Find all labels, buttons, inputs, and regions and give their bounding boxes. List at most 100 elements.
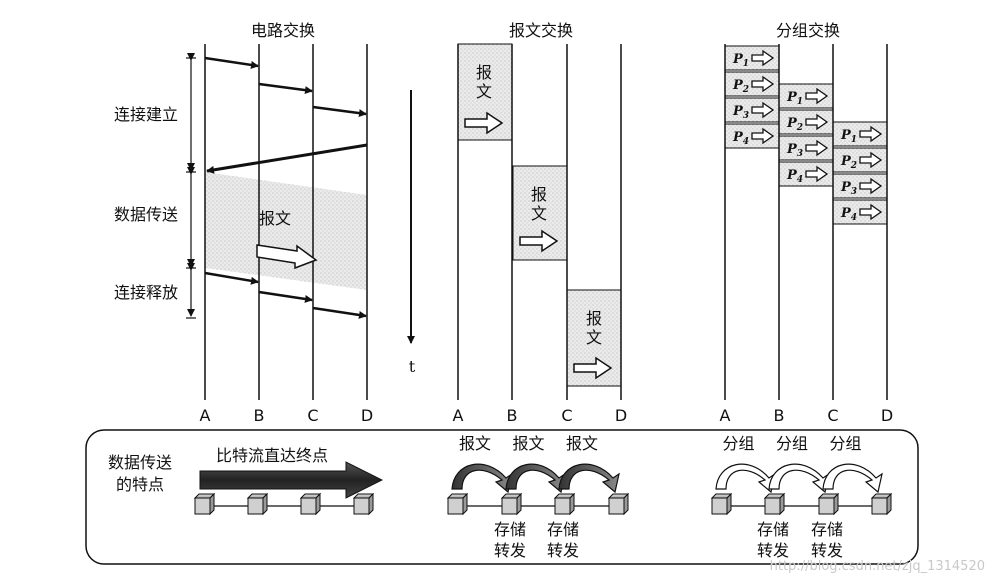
circuit-message-label: 报文 bbox=[259, 209, 291, 228]
store-forward-curve-icon bbox=[822, 463, 883, 494]
message-title: 报文交换 bbox=[509, 21, 573, 40]
packet-characteristic-label: 分组 bbox=[776, 434, 808, 453]
store-forward-curve-icon bbox=[715, 463, 776, 494]
store-forward-label: 存储 bbox=[547, 520, 579, 539]
release-arrow-ab bbox=[204, 271, 259, 285]
packet-node-label-c: C bbox=[827, 406, 838, 425]
packet-box-label: P2 bbox=[786, 116, 803, 133]
packet-box-label: P3 bbox=[840, 180, 857, 197]
packet-node-label-b: B bbox=[774, 406, 785, 425]
message-label-glyph: 文 bbox=[531, 204, 547, 223]
packet-characteristic-label: 分组 bbox=[722, 434, 754, 453]
message-node-label-a: A bbox=[453, 406, 464, 425]
circuit-title: 电路交换 bbox=[251, 21, 315, 40]
characteristics-title-line2: 的特点 bbox=[116, 475, 164, 494]
message-characteristic-label: 报文 bbox=[566, 434, 598, 453]
packet-node-label-a: A bbox=[720, 406, 731, 425]
packet-hollow-arrow-icon bbox=[859, 177, 883, 195]
circuit-switching-panel: 电路交换 报文 连接建立 数据传送 连接释放 bbox=[114, 21, 373, 425]
packet-box: P4 bbox=[724, 123, 780, 149]
message-hollow-arrow-icon-1 bbox=[464, 111, 504, 135]
circuit-node-label-d: D bbox=[361, 406, 373, 425]
packet-box: P3 bbox=[724, 97, 780, 123]
characteristics-frame bbox=[85, 429, 919, 565]
store-forward-curve-icon bbox=[505, 463, 566, 494]
store-forward-label: 存储 bbox=[811, 520, 843, 539]
packet-box-label: P3 bbox=[732, 104, 749, 121]
packet-box-label: P1 bbox=[786, 90, 803, 107]
circuit-node-label-c: C bbox=[307, 406, 318, 425]
message-nodes bbox=[446, 492, 630, 516]
circuit-node-label-a: A bbox=[200, 406, 211, 425]
message-characteristic-label: 报文 bbox=[459, 434, 491, 453]
packet-hollow-arrow-icon bbox=[859, 125, 883, 143]
setup-arrow-bc bbox=[258, 82, 313, 95]
message-label-3: 报文 bbox=[586, 309, 602, 347]
setup-arrow-ab bbox=[204, 56, 259, 69]
node-cube-icon bbox=[607, 492, 630, 516]
phase-brackets bbox=[186, 53, 196, 319]
store-forward-label: 存储 bbox=[757, 520, 789, 539]
store-forward-label: 转发 bbox=[811, 541, 843, 560]
circuit-nodes bbox=[193, 492, 375, 516]
message-label-glyph: 报 bbox=[531, 185, 547, 204]
time-axis: t bbox=[407, 90, 416, 376]
ack-arrow-da bbox=[206, 143, 368, 174]
release-arrow-cd bbox=[312, 306, 367, 319]
message-hollow-arrow-icon-2 bbox=[519, 229, 559, 253]
circuit-data-region bbox=[205, 172, 367, 290]
packet-hollow-arrow-icon bbox=[751, 49, 775, 67]
characteristics-box: 数据传送 的特点 比特流直达终点 报文报文报文存储转发存储转发 分组分组分组存储… bbox=[85, 429, 919, 565]
packet-hollow-arrow-icon bbox=[805, 165, 829, 183]
node-cube-icon bbox=[710, 492, 733, 516]
node-cube-icon bbox=[352, 492, 375, 516]
setup-arrow-cd bbox=[312, 105, 367, 118]
packet-node-label-d: D bbox=[881, 406, 893, 425]
node-cube-icon bbox=[817, 492, 840, 516]
packet-box-label: P2 bbox=[840, 154, 857, 171]
release-arrow-bc bbox=[258, 290, 313, 303]
circuit-characteristic-label: 比特流直达终点 bbox=[216, 446, 328, 465]
message-label-glyph: 报 bbox=[586, 309, 602, 328]
store-forward-label: 转发 bbox=[757, 541, 789, 560]
message-label-1: 报文 bbox=[476, 63, 492, 101]
packet-hollow-arrow-icon bbox=[751, 75, 775, 93]
store-forward-label: 转发 bbox=[547, 541, 579, 560]
node-cube-icon bbox=[500, 492, 523, 516]
node-cube-icon bbox=[446, 492, 469, 516]
phase-label-release: 连接释放 bbox=[114, 283, 178, 302]
message-label-glyph: 文 bbox=[586, 328, 602, 347]
message-hollow-arrow-icon-3 bbox=[573, 356, 613, 380]
node-cube-icon bbox=[553, 492, 576, 516]
packet-box: P2 bbox=[778, 109, 834, 135]
packet-hollow-arrow-icon bbox=[859, 151, 883, 169]
node-cube-icon bbox=[299, 492, 322, 516]
message-label-2: 报文 bbox=[531, 185, 547, 223]
message-switching-panel: 报文交换 报文 报文 报文 A B C D bbox=[453, 21, 628, 425]
store-forward-curve-icon bbox=[768, 463, 830, 494]
packet-hollow-arrow-icon bbox=[751, 101, 775, 119]
packet-hollow-arrow-icon bbox=[859, 203, 883, 221]
message-node-label-c: C bbox=[561, 406, 572, 425]
packet-box: P2 bbox=[724, 71, 780, 97]
packet-box: P3 bbox=[778, 135, 834, 161]
message-node-label-b: B bbox=[507, 406, 518, 425]
node-cube-icon bbox=[763, 492, 786, 516]
packet-box-label: P4 bbox=[840, 206, 857, 223]
packet-nodes bbox=[710, 492, 893, 516]
packet-hollow-arrow-icon bbox=[805, 139, 829, 157]
node-cube-icon bbox=[246, 492, 269, 516]
packet-box: P1 bbox=[778, 83, 834, 109]
packet-characteristic-label: 分组 bbox=[829, 434, 861, 453]
store-forward-curve-icon bbox=[451, 463, 513, 494]
store-forward-curve-icon bbox=[558, 463, 620, 494]
message-characteristic-label: 报文 bbox=[512, 434, 544, 453]
circuit-node-label-b: B bbox=[254, 406, 265, 425]
store-forward-label: 存储 bbox=[494, 520, 526, 539]
packet-hollow-arrow-icon bbox=[805, 113, 829, 131]
packet-title: 分组交换 bbox=[776, 21, 840, 40]
packet-box-label: P4 bbox=[786, 168, 803, 185]
